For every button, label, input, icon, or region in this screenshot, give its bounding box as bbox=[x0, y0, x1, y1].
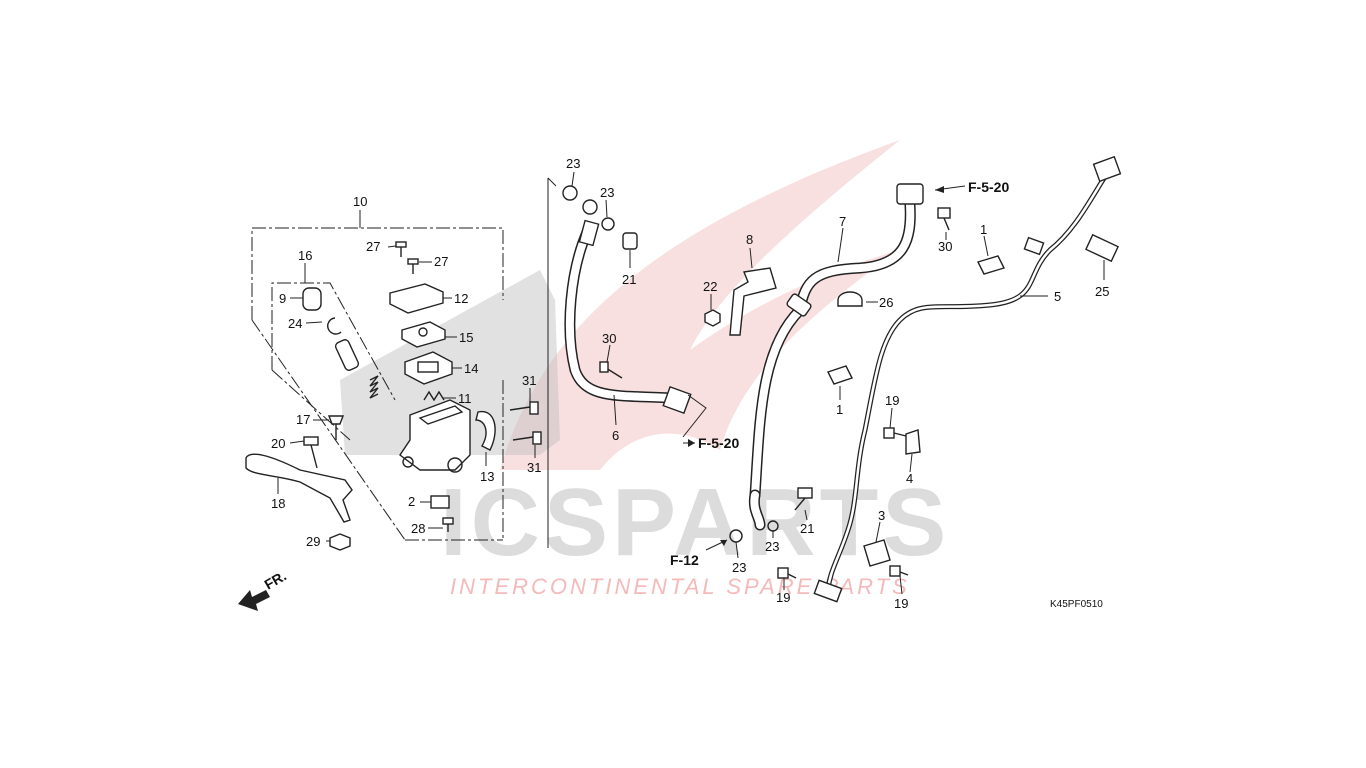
callout-5: 5 bbox=[1054, 289, 1061, 304]
bolt-19-a bbox=[883, 427, 907, 439]
pivot-bolt-17 bbox=[327, 415, 345, 440]
screw-27-a bbox=[395, 241, 407, 257]
callout-19-b: 19 bbox=[776, 590, 790, 605]
front-marker-label: FR. bbox=[262, 567, 290, 592]
callout-20: 20 bbox=[271, 436, 285, 451]
master-cylinder-parts bbox=[245, 241, 542, 551]
connector-25 bbox=[1085, 233, 1119, 263]
brake-hose-6 bbox=[564, 219, 692, 415]
callout-10: 10 bbox=[353, 194, 367, 209]
callout-15: 15 bbox=[459, 330, 473, 345]
ref-f520-top: F-5-20 bbox=[968, 179, 1009, 195]
bolt-30-a bbox=[599, 361, 623, 379]
float-11 bbox=[423, 390, 445, 402]
callout-1-a: 1 bbox=[980, 222, 987, 237]
callout-12: 12 bbox=[454, 291, 468, 306]
watermark-tagline: INTERCONTINENTAL SPARE PARTS bbox=[450, 574, 910, 599]
callout-31-b: 31 bbox=[527, 460, 541, 475]
bracket-3 bbox=[863, 539, 891, 567]
callout-21-b: 21 bbox=[800, 521, 814, 536]
washer-23-c bbox=[601, 217, 615, 231]
callout-8: 8 bbox=[746, 232, 753, 247]
callout-27-b: 27 bbox=[434, 254, 448, 269]
callout-21-a: 21 bbox=[622, 272, 636, 287]
bolt-30-b bbox=[937, 207, 951, 231]
callout-31-a: 31 bbox=[522, 373, 536, 388]
diaphragm-plate-15 bbox=[401, 321, 446, 348]
watermark-logo: ICSPARTS bbox=[440, 469, 950, 576]
nut-29 bbox=[329, 533, 351, 551]
piston-set bbox=[334, 339, 379, 399]
leader-lines bbox=[277, 171, 1105, 595]
callout-26: 26 bbox=[879, 295, 893, 310]
clip-1-b bbox=[827, 365, 853, 385]
callout-25: 25 bbox=[1095, 284, 1109, 299]
callout-6: 6 bbox=[612, 428, 619, 443]
holder-13 bbox=[475, 410, 496, 451]
callout-24: 24 bbox=[288, 316, 302, 331]
master-cylinder-body bbox=[399, 399, 471, 471]
sensor-wire-5 bbox=[813, 155, 1122, 603]
ref-f12: F-12 bbox=[670, 552, 699, 568]
bolt-19-b bbox=[777, 567, 797, 579]
banjo-bolt-21-a bbox=[622, 232, 638, 250]
banjo-bolt-21-b bbox=[794, 487, 813, 511]
callout-28: 28 bbox=[411, 521, 425, 536]
brake-hose-7 bbox=[748, 183, 924, 531]
callout-9: 9 bbox=[279, 291, 286, 306]
reservoir-cap-12 bbox=[389, 283, 444, 314]
callout-29: 29 bbox=[306, 534, 320, 549]
boot-9 bbox=[302, 287, 322, 311]
callouts: 10 16 27 27 12 9 24 15 14 11 17 20 13 18… bbox=[271, 156, 1109, 611]
diaphragm-14 bbox=[404, 351, 453, 385]
callout-16: 16 bbox=[298, 248, 312, 263]
callout-19-c: 19 bbox=[894, 596, 908, 611]
nut-22 bbox=[704, 309, 721, 327]
screw-28 bbox=[442, 517, 454, 532]
group-10-frame bbox=[251, 210, 504, 541]
brake-lever-18 bbox=[245, 453, 353, 523]
circlip-24 bbox=[327, 317, 342, 335]
callout-30-b: 30 bbox=[938, 239, 952, 254]
washer-23-a bbox=[562, 185, 578, 201]
callout-4: 4 bbox=[906, 471, 913, 486]
callout-14: 14 bbox=[464, 361, 478, 376]
clip-1-a bbox=[977, 255, 1005, 275]
bolt-19-c bbox=[889, 565, 909, 577]
bracket-4 bbox=[905, 429, 921, 455]
callout-27-a: 27 bbox=[366, 239, 380, 254]
diagram-code: K45PF0510 bbox=[1050, 599, 1103, 610]
callout-17: 17 bbox=[296, 412, 310, 427]
callout-3: 3 bbox=[878, 508, 885, 523]
callout-18: 18 bbox=[271, 496, 285, 511]
front-direction-marker: FR. bbox=[238, 567, 289, 611]
callout-7: 7 bbox=[839, 214, 846, 229]
callout-11: 11 bbox=[458, 391, 472, 406]
bolt-20 bbox=[303, 436, 319, 469]
callout-23-c: 23 bbox=[765, 539, 779, 554]
screw-27-b bbox=[407, 258, 419, 274]
callout-23-a: 23 bbox=[566, 156, 580, 171]
washer-23-b bbox=[582, 199, 598, 215]
callout-30-a: 30 bbox=[602, 331, 616, 346]
group-16-frame bbox=[271, 263, 396, 441]
callout-13: 13 bbox=[480, 469, 494, 484]
callout-1-b: 1 bbox=[836, 402, 843, 417]
bolt-31-a bbox=[509, 401, 539, 415]
callout-23-d: 23 bbox=[732, 560, 746, 575]
clamp-26 bbox=[837, 291, 863, 307]
callout-19-a: 19 bbox=[885, 393, 899, 408]
callout-22: 22 bbox=[703, 279, 717, 294]
ref-f520-mid: F-5-20 bbox=[698, 435, 739, 451]
switch-2 bbox=[430, 495, 450, 509]
bracket-8 bbox=[729, 267, 777, 336]
bolt-31-b bbox=[512, 431, 542, 445]
callout-23-b: 23 bbox=[600, 185, 614, 200]
callout-2: 2 bbox=[408, 494, 415, 509]
